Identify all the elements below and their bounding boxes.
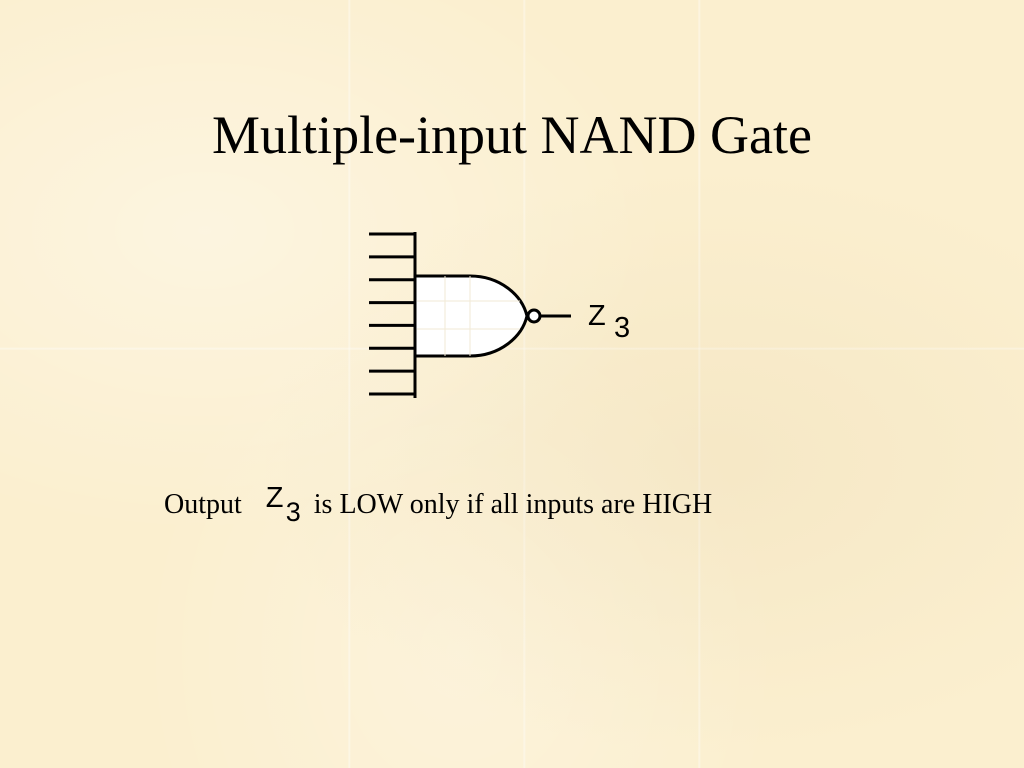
inversion-bubble bbox=[526, 308, 542, 324]
caption-prefix: Output bbox=[164, 489, 242, 520]
slide-title: Multiple-input NAND Gate bbox=[212, 105, 812, 165]
output-label: Z bbox=[588, 300, 606, 332]
caption-variable-subscript: 3 bbox=[285, 497, 301, 527]
nand-gate-body bbox=[413, 274, 529, 358]
caption-variable: Z 3 bbox=[249, 482, 307, 527]
caption-variable-letter: Z bbox=[265, 482, 284, 514]
gate-input-lines bbox=[369, 232, 415, 396]
caption: Output Z 3 is LOW only if all inputs are… bbox=[164, 482, 713, 527]
output-label-subscript: 3 bbox=[614, 312, 630, 344]
caption-suffix: is LOW only if all inputs are HIGH bbox=[313, 489, 713, 520]
